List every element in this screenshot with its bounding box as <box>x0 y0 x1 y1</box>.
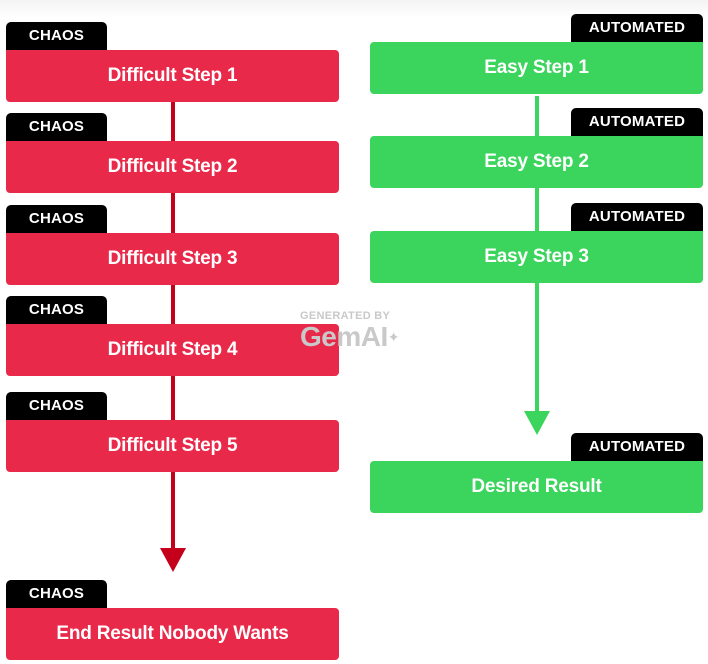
chaos-tag: CHAOS <box>6 22 107 50</box>
automated-tag: AUTOMATED <box>571 108 703 136</box>
automated-step-3: Easy Step 3 <box>370 231 703 283</box>
automated-arrow-head <box>524 411 550 435</box>
watermark: GENERATED BY GemAI✦ <box>300 310 410 352</box>
top-shadow <box>0 0 708 18</box>
chaos-step-4: Difficult Step 4 <box>6 324 339 376</box>
chaos-arrow-head <box>160 548 186 572</box>
chaos-step-5: Difficult Step 5 <box>6 420 339 472</box>
sparkle-icon: ✦ <box>387 329 400 345</box>
chaos-tag: CHAOS <box>6 580 107 608</box>
watermark-generated-by: GENERATED BY <box>300 310 391 322</box>
chaos-tag: CHAOS <box>6 113 107 141</box>
chaos-step-1: Difficult Step 1 <box>6 50 339 102</box>
watermark-logo-text: GemAI <box>300 321 388 352</box>
automated-tag: AUTOMATED <box>571 433 703 461</box>
chaos-step-3: Difficult Step 3 <box>6 233 339 285</box>
watermark-logo: GemAI✦ <box>300 322 410 352</box>
chaos-tag: CHAOS <box>6 205 107 233</box>
automated-step-1: Easy Step 1 <box>370 42 703 94</box>
chaos-step-2: Difficult Step 2 <box>6 141 339 193</box>
chaos-tag: CHAOS <box>6 392 107 420</box>
automated-tag: AUTOMATED <box>571 14 703 42</box>
automated-desired-result: Desired Result <box>370 461 703 513</box>
automated-tag: AUTOMATED <box>571 203 703 231</box>
chaos-end-result: End Result Nobody Wants <box>6 608 339 660</box>
chaos-tag: CHAOS <box>6 296 107 324</box>
automated-step-2: Easy Step 2 <box>370 136 703 188</box>
